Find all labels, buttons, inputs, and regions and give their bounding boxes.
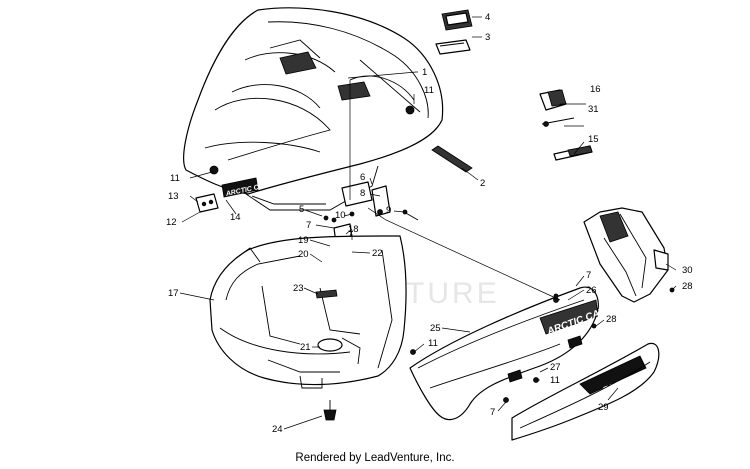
decal-panel: 500 <box>511 342 660 441</box>
callout-29: 29 <box>598 402 609 413</box>
callout-1: 1 <box>422 67 427 78</box>
callout-15: 15 <box>588 134 599 145</box>
callout-7d: 7 <box>490 407 495 418</box>
callout-4: 4 <box>485 12 490 23</box>
callout-11a: 11 <box>424 85 434 96</box>
callout-9: 9 <box>386 205 391 216</box>
callout-11c: 11 <box>428 338 438 349</box>
callout-28b: 28 <box>682 281 693 292</box>
callout-21: 21 <box>300 342 311 353</box>
nose-pan <box>209 235 407 389</box>
callout-2: 2 <box>480 178 485 189</box>
leader-lines <box>179 16 677 430</box>
callout-5: 5 <box>299 204 304 215</box>
callout-23: 23 <box>293 283 304 294</box>
side-shield <box>583 207 669 303</box>
small-parts-right <box>539 89 593 161</box>
callout-22: 22 <box>372 248 383 259</box>
callout-24: 24 <box>272 424 283 435</box>
callout-7a: 7 <box>306 220 311 231</box>
callout-25: 25 <box>430 323 441 334</box>
callout-11d: 11 <box>550 375 560 386</box>
callout-10: 10 <box>335 210 346 221</box>
hood <box>183 7 444 211</box>
callout-14: 14 <box>230 212 241 223</box>
callout-19: 19 <box>298 235 309 246</box>
callout-27: 27 <box>550 362 561 373</box>
trim-strip <box>431 145 473 173</box>
callout-26: 26 <box>586 285 597 296</box>
callout-28a: 28 <box>606 314 617 325</box>
callouts: 4 3 1 11 2 16 31 15 11 13 12 14 6 8 5 9 … <box>166 12 693 435</box>
vent-parts <box>435 9 473 55</box>
callout-30: 30 <box>682 265 693 276</box>
callout-6: 6 <box>360 172 365 183</box>
callout-18: 18 <box>348 224 359 235</box>
callout-12: 12 <box>166 217 177 228</box>
callout-8: 8 <box>360 188 365 199</box>
callout-20: 20 <box>298 249 309 260</box>
callout-16: 16 <box>590 84 601 95</box>
bolt-24 <box>323 400 337 421</box>
latch <box>195 193 219 213</box>
callout-7c: 7 <box>586 270 591 281</box>
callout-13: 13 <box>168 191 179 202</box>
callout-7b: 7 <box>348 229 353 240</box>
callout-17: 17 <box>168 288 179 299</box>
footer-credit: Rendered by LeadVenture, Inc. <box>295 452 455 464</box>
callout-31: 31 <box>588 104 599 115</box>
callout-3: 3 <box>485 32 490 43</box>
callout-11b: 11 <box>170 173 180 184</box>
